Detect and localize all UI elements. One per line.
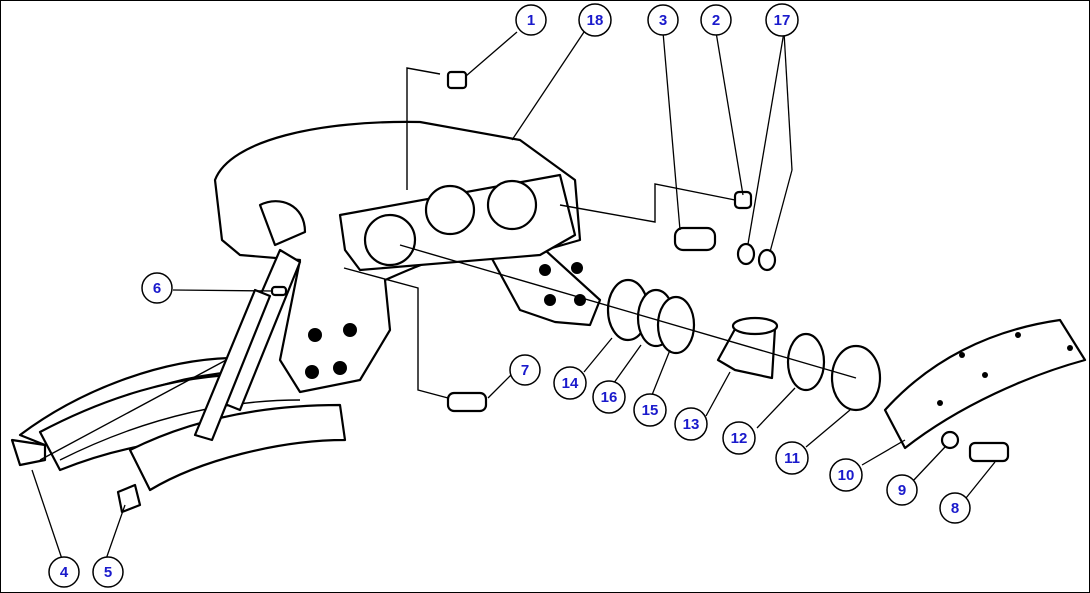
- callout-4: 4: [48, 556, 80, 588]
- callout-1: 1: [515, 4, 547, 36]
- svg-text:17: 17: [774, 12, 791, 29]
- callouts: 1 18 3 2 17 6 7 14 16 15 13 12 11 10 9 8…: [48, 3, 971, 588]
- callout-8: 8: [939, 492, 971, 524]
- svg-text:2: 2: [712, 12, 720, 29]
- svg-text:16: 16: [601, 389, 618, 406]
- svg-text:8: 8: [951, 500, 959, 517]
- svg-text:3: 3: [659, 12, 667, 29]
- brake-shoe-assembly: [10, 356, 347, 514]
- svg-text:7: 7: [521, 362, 529, 379]
- callout-14: 14: [553, 366, 587, 400]
- callout-16: 16: [592, 380, 626, 414]
- o-ring-17a: [736, 242, 756, 266]
- svg-text:10: 10: [838, 467, 855, 484]
- callout-11: 11: [775, 441, 809, 475]
- ring-12: [786, 332, 826, 392]
- pin-7: [343, 267, 488, 413]
- callout-12: 12: [722, 421, 756, 455]
- svg-text:1: 1: [527, 12, 535, 29]
- callout-18: 18: [578, 3, 612, 37]
- callout-9: 9: [886, 474, 918, 506]
- callout-6: 6: [141, 272, 173, 304]
- callout-5: 5: [92, 556, 124, 588]
- caliper-housing: [213, 120, 602, 394]
- plug-part-1: [406, 67, 468, 190]
- o-ring-17b: [757, 248, 777, 272]
- callout-17: 17: [765, 3, 799, 37]
- callout-3: 3: [647, 4, 679, 36]
- svg-text:18: 18: [587, 12, 604, 29]
- callout-15: 15: [633, 393, 667, 427]
- callout-7: 7: [509, 354, 541, 386]
- leader-lines: [31, 31, 996, 563]
- pin-6: [270, 285, 288, 297]
- adjuster-parts: [559, 183, 753, 252]
- svg-text:14: 14: [562, 375, 579, 392]
- svg-text:6: 6: [153, 280, 161, 297]
- svg-text:4: 4: [60, 564, 69, 581]
- svg-text:15: 15: [642, 402, 659, 419]
- svg-text:11: 11: [784, 450, 800, 467]
- bolt-8: [968, 441, 1010, 463]
- svg-text:13: 13: [683, 416, 700, 433]
- callout-10: 10: [829, 458, 863, 492]
- svg-text:5: 5: [104, 564, 112, 581]
- callout-13: 13: [674, 407, 708, 441]
- lining-plate-10: [883, 318, 1087, 450]
- piston-centerline: [399, 244, 857, 379]
- washer-9: [940, 430, 960, 450]
- callout-2: 2: [700, 4, 732, 36]
- svg-text:9: 9: [898, 482, 906, 499]
- svg-text:12: 12: [731, 430, 748, 447]
- piston-13: [716, 316, 779, 380]
